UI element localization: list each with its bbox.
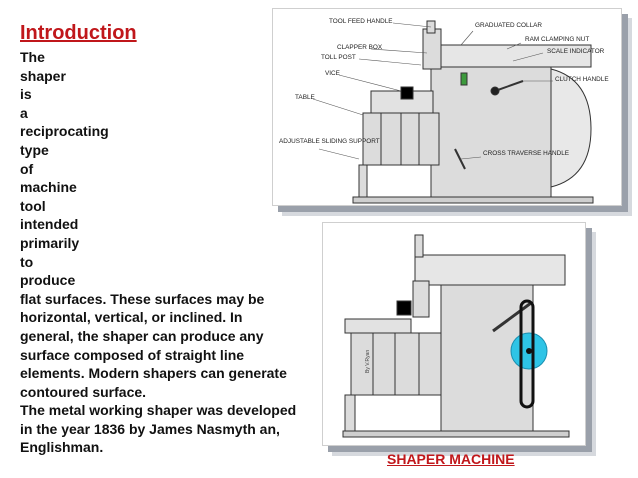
body-line: The metal working shaper was developed <box>20 402 297 419</box>
body-line: horizontal, vertical, or inclined. In <box>20 309 243 326</box>
sliding-support <box>358 164 368 200</box>
label-tool-feed-handle: TOOL FEED HANDLE <box>329 18 393 25</box>
side-note: By V.Ryan <box>365 350 371 373</box>
body-line: type <box>20 141 49 158</box>
clutch-lever <box>494 80 524 92</box>
label-ram-clamping-nut: RAM CLAMPING NUT <box>525 36 589 43</box>
body-line: primarily <box>20 234 80 251</box>
traverse-lever <box>454 148 466 170</box>
diagram-caption: SHAPER MACHINE <box>387 451 515 467</box>
clapper-box <box>422 28 442 70</box>
tool-feed-post <box>414 234 424 258</box>
table <box>350 332 442 396</box>
body-line: of <box>20 160 34 177</box>
body-line: elements. Modern shapers can generate <box>20 365 287 382</box>
label-vice: VICE <box>325 70 340 77</box>
body-line: tool <box>20 197 46 214</box>
body-line: is <box>20 86 32 103</box>
body-line: to <box>20 253 34 270</box>
body-line: Englishman. <box>20 439 104 456</box>
shaper-labelled-diagram: TOOL FEED HANDLE GRADUATED COLLAR RAM CL… <box>272 8 622 206</box>
body-line: machine <box>20 179 77 196</box>
ram <box>414 254 566 286</box>
body-line: general, the shaper can produce any <box>20 327 264 344</box>
label-scale-indicator: SCALE INDICATOR <box>547 48 605 55</box>
clutch-knob <box>490 86 500 96</box>
tool-head <box>412 280 430 318</box>
label-table: TABLE <box>295 94 315 101</box>
rocker-link <box>492 301 532 333</box>
label-clapper-box: CLAPPER BOX <box>337 44 383 51</box>
label-cross-traverse-handle: CROSS TRAVERSE HANDLE <box>483 150 569 157</box>
shaper-diagram-svg: TOOL FEED HANDLE GRADUATED COLLAR RAM CL… <box>279 18 609 204</box>
body-line: surface composed of straight line <box>20 346 245 363</box>
body-line: produce <box>20 272 76 289</box>
slide-title: Introduction <box>20 22 137 44</box>
label-tool-post: TOLL POST <box>321 54 356 61</box>
shaper-illustration-svg: By V.Ryan <box>342 234 570 438</box>
label-clutch-handle: CLUTCH HANDLE <box>555 76 609 83</box>
machine-base <box>352 196 594 204</box>
body-line: intended <box>20 216 79 233</box>
label-adjustable-sliding-support: ADJUSTABLE SLIDING SUPPORT <box>279 138 380 145</box>
body-text: The shaper is a reciprocating type of ma… <box>20 48 320 457</box>
body-line: reciprocating <box>20 123 109 140</box>
leader-lines <box>312 22 553 160</box>
scale-indicator-mark <box>460 72 468 86</box>
workpiece-block <box>396 300 412 316</box>
machine-back-housing <box>550 68 592 188</box>
body-line: shaper <box>20 67 66 84</box>
workpiece-block <box>400 86 414 100</box>
slotted-arm <box>519 299 535 409</box>
machine-column <box>430 48 552 200</box>
shaper-illustration: By V.Ryan <box>322 222 586 446</box>
body-line: The <box>20 49 45 65</box>
body-line: flat surfaces. These surfaces may be <box>20 290 265 307</box>
body-line: contoured surface. <box>20 383 147 400</box>
body-line: a <box>20 104 28 121</box>
vice <box>344 318 412 334</box>
support <box>344 394 356 436</box>
label-graduated-collar: GRADUATED COLLAR <box>475 22 542 29</box>
body-line: in the year 1836 by James Nasmyth an, <box>20 420 280 437</box>
crank-pin <box>526 348 532 354</box>
base <box>342 430 570 438</box>
